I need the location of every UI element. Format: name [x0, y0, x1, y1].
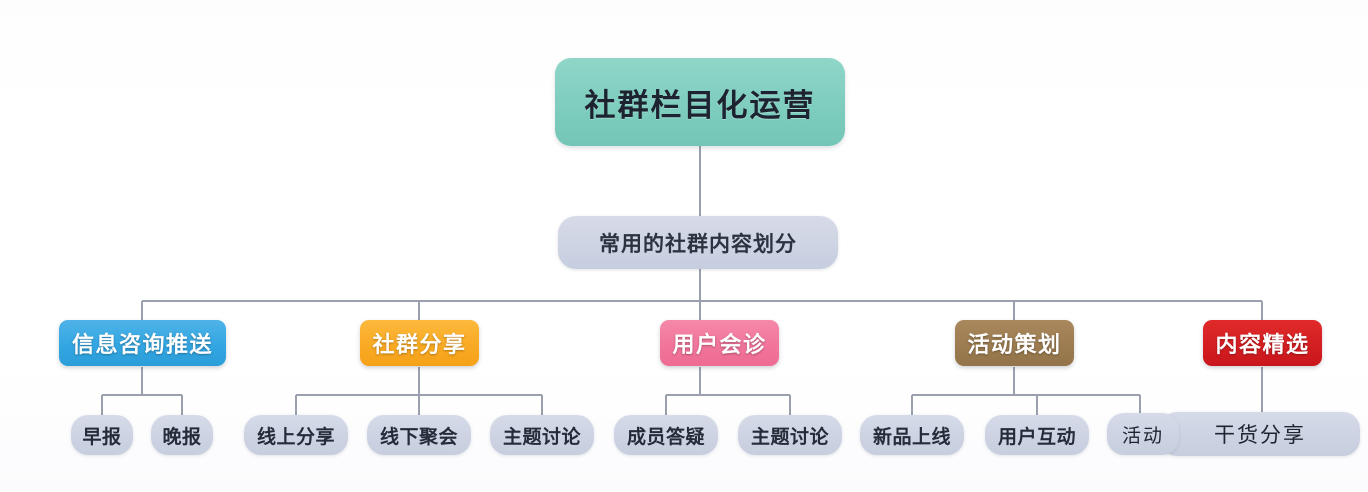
leaf-node-online-sharing[interactable]: 线上分享 [244, 415, 348, 455]
leaf-label: 线下聚会 [379, 426, 458, 448]
leaf-node-activity[interactable]: 活动 [1107, 413, 1179, 455]
leaf-node-topic-discussion-2[interactable]: 主题讨论 [738, 415, 842, 455]
leaf-node-new-product-launch[interactable]: 新品上线 [860, 415, 964, 455]
leaf-label: 主题讨论 [750, 426, 829, 448]
level2-node[interactable]: 常用的社群内容划分 [558, 216, 838, 269]
category-label: 信息咨询推送 [71, 332, 213, 357]
leaf-node-member-qa[interactable]: 成员答疑 [614, 415, 718, 455]
category-node-community-sharing[interactable]: 社群分享 [360, 320, 479, 366]
leaf-label: 主题讨论 [502, 426, 581, 448]
leaf-node-evening-report[interactable]: 晚报 [151, 415, 213, 455]
category-label: 用户会诊 [672, 332, 767, 357]
category-node-information-push[interactable]: 信息咨询推送 [59, 320, 226, 366]
leaf-node-topic-discussion-1[interactable]: 主题讨论 [490, 415, 594, 455]
leaf-node-user-interaction[interactable]: 用户互动 [985, 415, 1089, 455]
category-node-content-selection[interactable]: 内容精选 [1203, 320, 1322, 366]
category-label: 活动策划 [967, 332, 1062, 357]
leaf-label: 新品上线 [872, 426, 951, 448]
root-node-label: 社群栏目化运营 [584, 87, 816, 123]
category-node-user-consultation[interactable]: 用户会诊 [660, 320, 779, 366]
leaf-label: 用户互动 [997, 426, 1076, 448]
leaf-label: 活动 [1121, 425, 1164, 447]
category-label: 社群分享 [372, 332, 467, 357]
category-node-event-planning[interactable]: 活动策划 [955, 320, 1074, 366]
leaf-label: 线上分享 [256, 426, 335, 448]
leaf-node-offline-meetup[interactable]: 线下聚会 [367, 415, 471, 455]
root-node[interactable]: 社群栏目化运营 [555, 58, 845, 146]
leaf-label: 早报 [82, 426, 122, 448]
leaf-label: 干货分享 [1214, 423, 1306, 447]
leaf-label: 晚报 [162, 426, 202, 448]
leaf-label: 成员答疑 [626, 426, 705, 448]
category-label: 内容精选 [1215, 332, 1310, 357]
leaf-node-quality-content-sharing[interactable]: 干货分享 [1160, 412, 1360, 456]
leaf-node-morning-report[interactable]: 早报 [71, 415, 133, 455]
level2-node-label: 常用的社群内容划分 [599, 232, 797, 256]
